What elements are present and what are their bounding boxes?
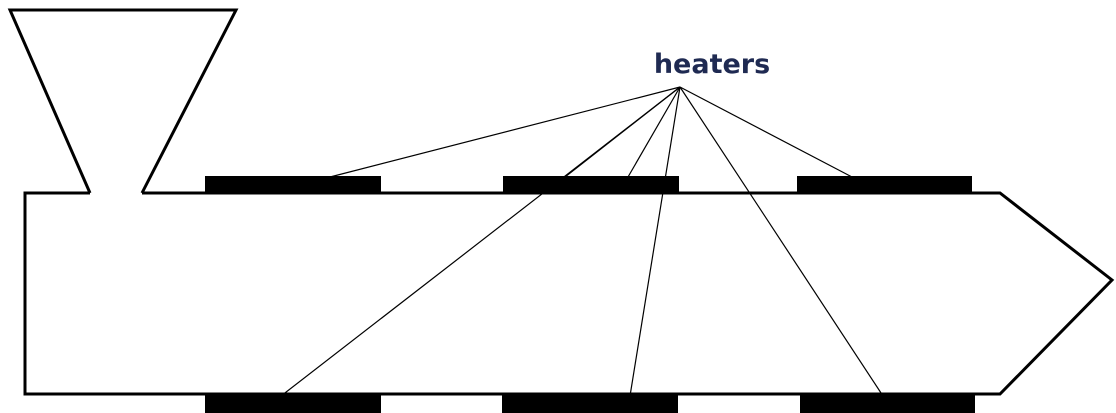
leader-line bbox=[329, 86, 681, 178]
heater-bottom-3 bbox=[800, 394, 975, 413]
leader-line bbox=[679, 86, 853, 178]
leader-line bbox=[679, 86, 884, 397]
leader-line bbox=[629, 86, 681, 397]
leader-lines bbox=[280, 86, 884, 397]
heater-top-3 bbox=[797, 176, 972, 193]
heater-bottom-2 bbox=[502, 394, 678, 413]
barrel bbox=[23, 191, 1115, 396]
heater-bottom-1 bbox=[205, 394, 381, 413]
heater-top-1 bbox=[205, 176, 381, 193]
heater-top-2 bbox=[503, 176, 679, 193]
leader-line bbox=[627, 86, 681, 178]
heaters-label: heaters bbox=[654, 49, 770, 80]
hopper bbox=[7, 8, 239, 194]
leader-line bbox=[280, 86, 681, 397]
